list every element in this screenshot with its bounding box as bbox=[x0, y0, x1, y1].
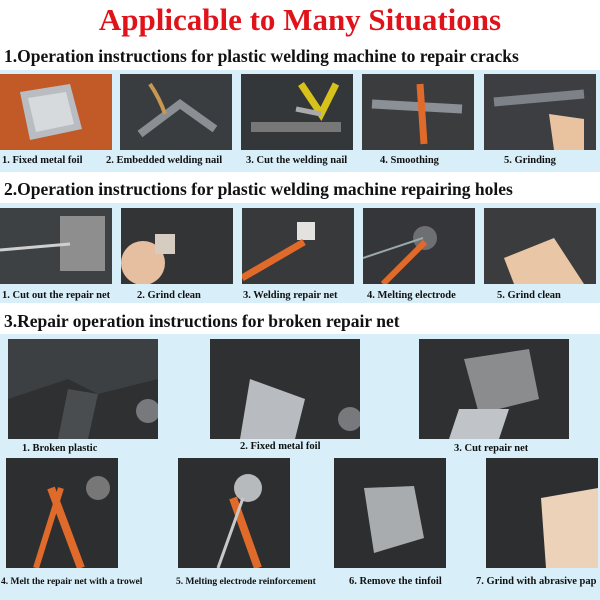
step-caption: 1. Fixed metal foil bbox=[2, 155, 83, 166]
step-caption: 3. Welding repair net bbox=[243, 290, 338, 301]
photo-grind-with-abrasive-paper bbox=[486, 458, 598, 568]
photo-cut-repair-net bbox=[419, 339, 569, 439]
step-caption: 2. Fixed metal foil bbox=[240, 441, 321, 452]
section-1-heading: 1.Operation instructions for plastic wel… bbox=[4, 46, 519, 66]
step-caption: 7. Grind with abrasive pap bbox=[476, 576, 597, 587]
section-2-heading: 2.Operation instructions for plastic wel… bbox=[4, 179, 513, 199]
photo-remove-the-tinfoil bbox=[334, 458, 446, 568]
step-caption: 5. Melting electrode reinforcement bbox=[176, 577, 316, 587]
photo-melting-electrode-reinforcement bbox=[178, 458, 290, 568]
photo-embedded-welding-nail bbox=[120, 74, 232, 150]
photo-fixed-metal-foil-2 bbox=[210, 339, 360, 439]
step-caption: 5. Grind clean bbox=[497, 290, 561, 301]
step-caption: 4. Melt the repair net with a trowel bbox=[1, 577, 143, 587]
step-caption: 1. Broken plastic bbox=[22, 443, 98, 454]
step-caption: 2. Grind clean bbox=[137, 290, 201, 301]
step-caption: 6. Remove the tinfoil bbox=[349, 576, 442, 587]
photo-melt-repair-net-trowel bbox=[6, 458, 118, 568]
photo-smoothing bbox=[362, 74, 474, 150]
photo-welding-repair-net bbox=[242, 208, 354, 284]
photo-broken-plastic bbox=[8, 339, 158, 439]
photo-grind-clean-1 bbox=[121, 208, 233, 284]
step-caption: 2. Embedded welding nail bbox=[106, 155, 223, 166]
step-caption: 4. Smoothing bbox=[380, 155, 439, 166]
photo-grind-clean-2 bbox=[484, 208, 596, 284]
photo-cut-out-the-repair-net bbox=[0, 208, 112, 284]
step-caption: 4. Melting electrode bbox=[367, 290, 456, 301]
photo-melting-electrode bbox=[363, 208, 475, 284]
step-caption: 1. Cut out the repair net bbox=[2, 290, 111, 301]
photo-fixed-metal-foil bbox=[0, 74, 112, 150]
section-3-heading: 3.Repair operation instructions for brok… bbox=[4, 311, 400, 331]
step-caption: 3. Cut repair net bbox=[454, 443, 529, 454]
main-title: Applicable to Many Situations bbox=[98, 2, 502, 37]
photo-cut-the-welding-nail bbox=[241, 74, 353, 150]
step-caption: 3. Cut the welding nail bbox=[246, 155, 348, 166]
step-caption: 5. Grinding bbox=[504, 155, 556, 166]
photo-grinding bbox=[484, 74, 596, 150]
